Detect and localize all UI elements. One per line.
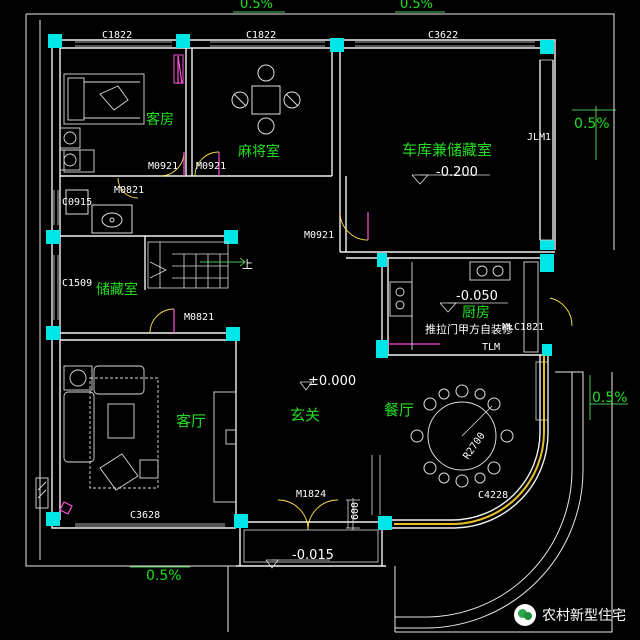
window-tag-c4228: C4228 bbox=[478, 490, 508, 501]
guest-bed bbox=[59, 73, 145, 173]
window-tag-c1822-left: C1822 bbox=[102, 30, 132, 41]
level-entrance: -0.015 bbox=[292, 548, 334, 563]
door-tag-m0821-b: M0821 bbox=[184, 312, 214, 323]
door-tag-jlm1: JLM1 bbox=[527, 132, 551, 143]
door-tag-m1824: M1824 bbox=[296, 489, 326, 500]
room-label-storage: 储藏室 bbox=[96, 281, 138, 298]
level-foyer: ±0.000 bbox=[308, 374, 356, 389]
stair-arrow bbox=[200, 257, 246, 267]
slope-bottom: 0.5% bbox=[146, 568, 182, 584]
window-tag-c1509: C1509 bbox=[62, 278, 92, 289]
living-door-pink bbox=[59, 501, 73, 515]
note-step-width: 600 bbox=[350, 502, 361, 520]
radius-line bbox=[461, 405, 493, 437]
slope-right-upper: 0.5% bbox=[574, 116, 610, 132]
door-tag-mlc1821: MLC1821 bbox=[502, 322, 544, 333]
window-tag-c3628: C3628 bbox=[130, 510, 160, 521]
window-lines bbox=[53, 41, 535, 527]
note-stair-up: 上 bbox=[242, 258, 253, 271]
room-label-foyer: 玄关 bbox=[290, 406, 320, 424]
door-tag-tlm: TLM bbox=[482, 342, 500, 353]
watermark: 农村新型住宅 bbox=[514, 604, 626, 626]
dining-side-window bbox=[535, 361, 549, 421]
room-label-garage: 车库兼储藏室 bbox=[402, 141, 492, 159]
kitchen-fixtures bbox=[389, 261, 539, 353]
garage-pillar bbox=[539, 59, 554, 241]
door-frame-pink bbox=[173, 54, 184, 84]
door-tag-m0921-c: M0921 bbox=[304, 230, 334, 241]
door-swings bbox=[117, 151, 573, 531]
room-label-guest: 客房 bbox=[146, 111, 174, 128]
room-label-dining: 餐厅 bbox=[384, 401, 414, 419]
room-label-living: 客厅 bbox=[176, 412, 206, 430]
porch bbox=[243, 455, 381, 563]
site-outline bbox=[25, 13, 615, 633]
slope-right-lower: 0.5% bbox=[592, 390, 628, 406]
level-markers bbox=[265, 174, 508, 569]
living-room-furniture bbox=[35, 365, 237, 509]
mahjong-table bbox=[231, 64, 301, 135]
room-label-mahjong: 麻将室 bbox=[238, 143, 280, 160]
structural-columns bbox=[46, 34, 554, 530]
staircase bbox=[147, 241, 229, 289]
bathroom-fixtures bbox=[65, 189, 133, 234]
note-radius: R2700 bbox=[461, 431, 487, 462]
dining-bay-curve bbox=[394, 355, 545, 525]
window-tag-c3622: C3622 bbox=[428, 30, 458, 41]
level-garage: -0.200 bbox=[436, 165, 478, 180]
room-label-kitchen: 厨房 bbox=[462, 305, 490, 321]
slope-arrows bbox=[130, 11, 628, 568]
door-tag-m0821-a: M0821 bbox=[114, 185, 144, 196]
dining-table bbox=[410, 384, 514, 488]
slope-top-left: 0.5% bbox=[240, 0, 273, 12]
slope-top-right: 0.5% bbox=[400, 0, 433, 12]
door-tag-m0921-b: M0921 bbox=[196, 161, 226, 172]
walls bbox=[51, 39, 556, 567]
dim-600 bbox=[346, 498, 360, 530]
level-kitchen: -0.050 bbox=[456, 289, 498, 304]
watermark-text: 农村新型住宅 bbox=[542, 608, 626, 624]
door-leaves bbox=[173, 55, 440, 345]
note-kitchen-door: 推拉门甲方自装修 bbox=[425, 322, 513, 336]
wechat-logo-icon bbox=[514, 604, 536, 626]
door-tag-m0921-a: M0921 bbox=[148, 161, 178, 172]
window-tag-c1822-right: C1822 bbox=[246, 30, 276, 41]
window-tag-c0915: C0915 bbox=[62, 197, 92, 208]
